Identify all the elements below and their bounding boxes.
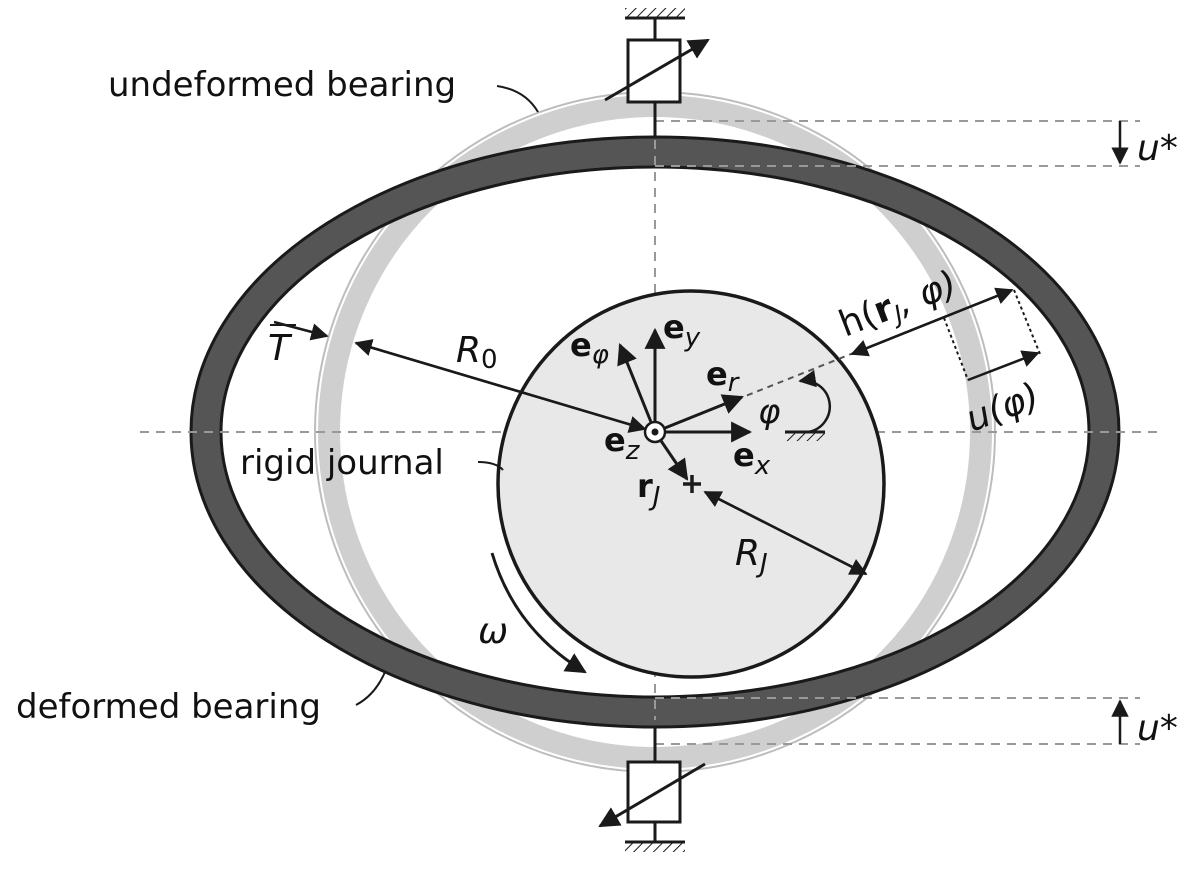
u-star-top-label: u* [1137,128,1178,169]
rj-label: RJ [735,533,768,579]
r-j-label: rJ [637,467,660,512]
e-x-label: ex [733,436,771,481]
e-y-label: ey [663,308,701,353]
u-phi-dotted-1 [943,317,969,381]
phi-arc [798,369,832,434]
omega-label: ω [478,611,508,652]
top-support [604,8,710,137]
undeformed-label: undeformed bearing [108,65,456,105]
e-z-label: ez [604,421,641,466]
t-label: T [268,328,293,369]
r0-label: R0 [456,330,498,375]
undeformed-leader [496,85,539,113]
phi-reference-hatch [785,433,825,441]
e-phi-arrow [617,343,657,433]
phi-label: φ [758,392,781,432]
u-star-bottom-label: u* [1137,708,1178,749]
bottom-support [598,727,706,852]
deformed-leader [355,671,386,706]
journal-leader [477,461,504,471]
r0-arrow-tail [355,341,647,433]
e-phi-label: eφ [570,326,609,370]
journal-label: rigid journal [240,443,444,483]
u-phi-arrow [967,350,1040,382]
e-r-label: er [706,355,741,398]
e-z-dot [651,428,659,436]
omega-arrow [490,552,587,674]
deformed-label: deformed bearing [16,687,321,727]
e-r-arrow [654,394,744,434]
